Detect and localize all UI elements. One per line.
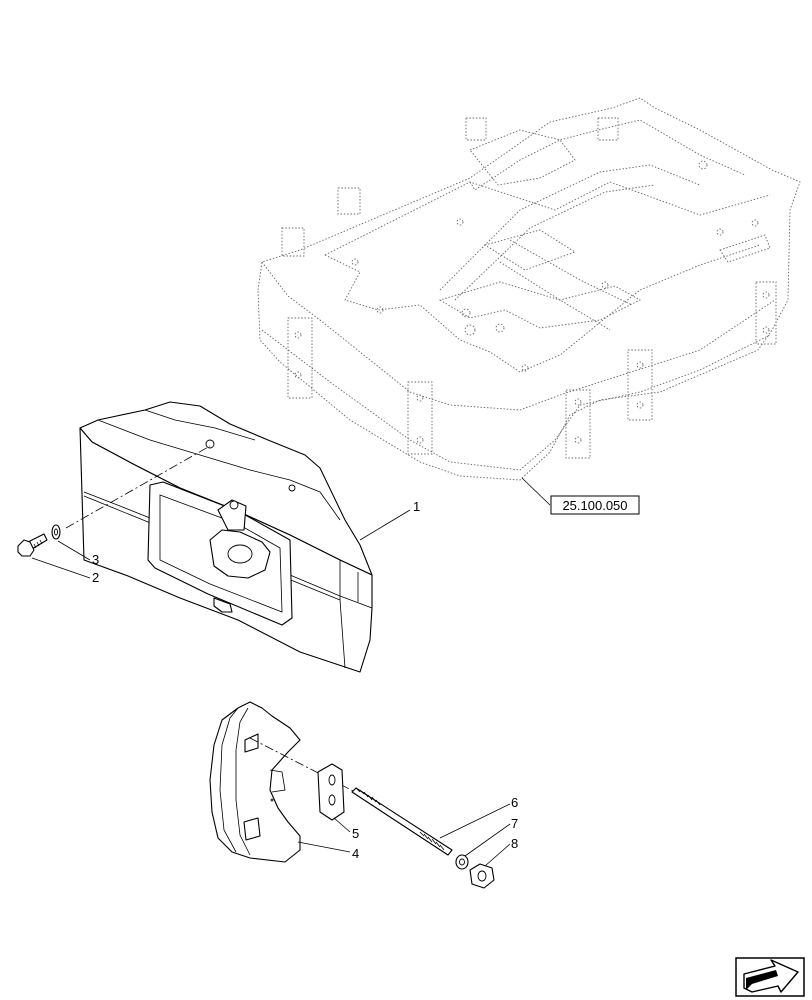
callout-2[interactable]: 2: [92, 570, 99, 585]
callout-7[interactable]: 7: [511, 816, 518, 831]
leader-4: [297, 841, 351, 853]
leader-5: [333, 817, 351, 833]
leader-6: [439, 803, 511, 839]
callout-3[interactable]: 3: [92, 552, 99, 567]
part-6-threaded-rod: [351, 787, 453, 856]
leader-1: [359, 509, 411, 541]
part-8-nut: [469, 863, 495, 889]
leader-7: [464, 823, 511, 857]
callout-5[interactable]: 5: [352, 826, 359, 841]
reference-label[interactable]: 25.100.050: [562, 498, 627, 513]
weight-support-frame-ghost: [257, 97, 801, 481]
leader-8: [484, 843, 511, 867]
part-1-front-weight: [79, 401, 373, 673]
callout-8[interactable]: 8: [511, 836, 518, 851]
callout-4[interactable]: 4: [352, 846, 359, 861]
rod-axis-line: [249, 737, 366, 798]
bolt-axis-line: [65, 445, 211, 529]
part-3-washer: [51, 524, 61, 540]
part-7-washer: [455, 854, 469, 870]
part-5-plate: [317, 763, 345, 821]
reference-leader: [521, 477, 551, 506]
callout-1[interactable]: 1: [413, 499, 420, 514]
reference-callout[interactable]: 25.100.050: [550, 495, 640, 515]
leader-2: [31, 557, 91, 579]
part-2-bolt: [17, 533, 48, 557]
next-page-arrow-icon[interactable]: [735, 957, 805, 997]
part-4-side-weight: [209, 701, 301, 863]
callout-6[interactable]: 6: [511, 795, 518, 810]
leader-3: [57, 540, 91, 561]
